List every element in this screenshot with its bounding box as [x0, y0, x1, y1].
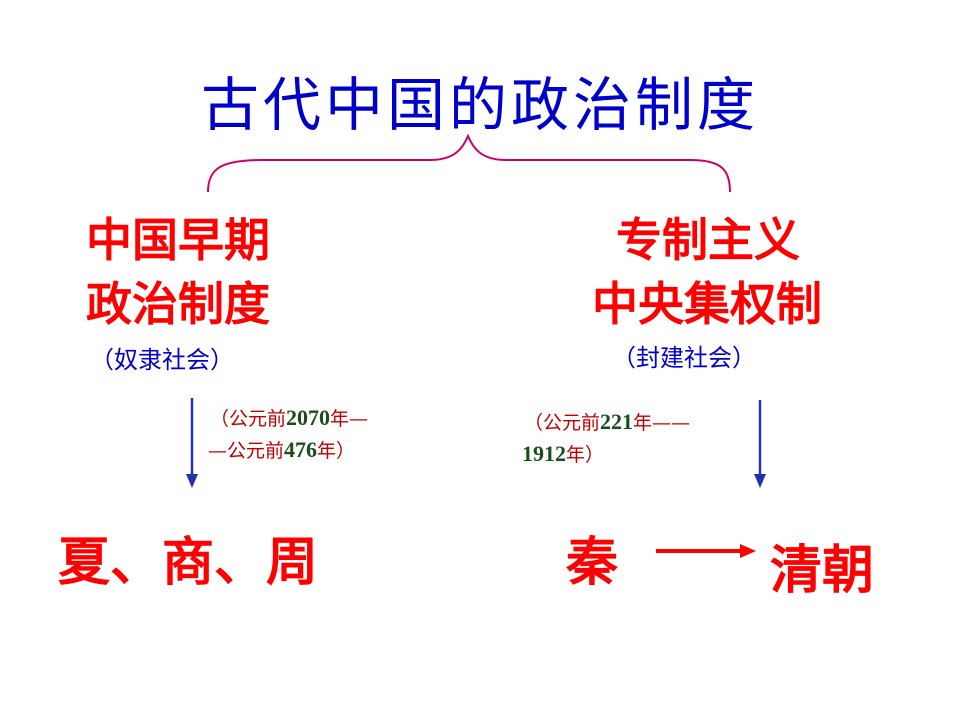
qin-to-qing-arrow	[656, 544, 756, 558]
left-period-line1: （公元前2070年—	[210, 404, 368, 433]
right-period-1b: 221	[600, 409, 634, 434]
curly-brace	[207, 133, 731, 193]
right-period-2b: 1912	[522, 441, 566, 466]
right-down-arrow	[754, 400, 766, 488]
right-end-dynasty: 清朝	[770, 541, 875, 601]
right-period-line2: 1912年）	[522, 440, 604, 469]
left-period-1c: 年—	[330, 408, 369, 430]
left-heading-line1: 中国早期	[86, 213, 270, 267]
left-dynasties: 夏、商、周	[58, 533, 319, 593]
right-start-dynasty: 秦	[566, 533, 619, 593]
left-period-2c: 年）	[317, 440, 356, 462]
right-period-2c: 年）	[566, 444, 605, 466]
left-heading-line2: 政治制度	[86, 277, 270, 331]
left-period-2a: —公元前	[208, 440, 285, 462]
left-period-line2: —公元前476年）	[208, 436, 355, 465]
left-period-1a: （公元前	[210, 408, 287, 430]
right-heading-line1: 专制主义	[616, 213, 800, 267]
right-period-1a: （公元前	[524, 412, 601, 434]
left-society-label: （奴隶社会）	[90, 346, 234, 374]
right-period-line1: （公元前221年——	[524, 408, 690, 437]
left-period-1b: 2070	[286, 405, 331, 430]
right-heading-line2: 中央集权制	[592, 277, 822, 331]
right-society-label: （封建社会）	[612, 344, 756, 372]
left-down-arrow	[186, 398, 198, 488]
left-period-2b: 476	[284, 437, 318, 462]
right-period-1c: 年——	[633, 412, 691, 434]
page-title: 古代中国的政治制度	[200, 71, 759, 139]
